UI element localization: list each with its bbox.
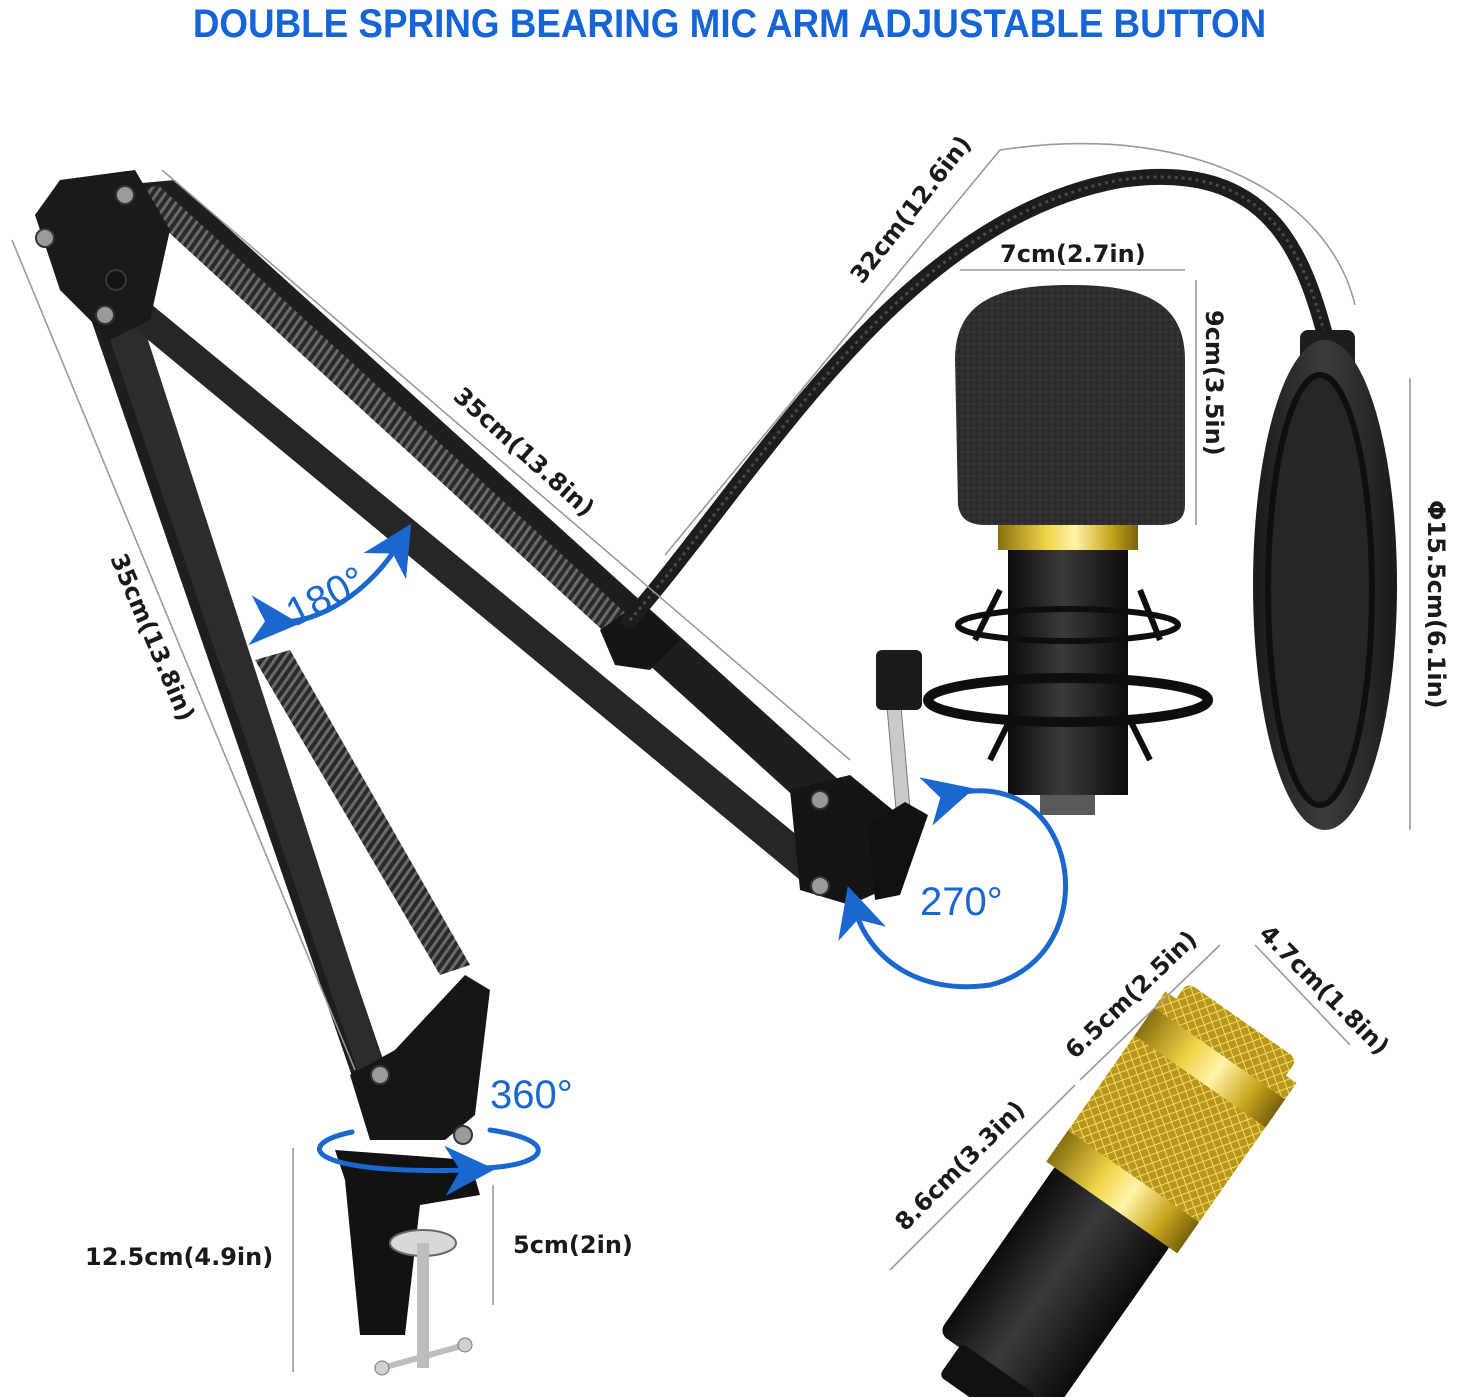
windscreen-width-label: 7cm(2.7in) [1000,240,1146,268]
clamp-opening-label: 5cm(2in) [513,1231,633,1259]
clamp-height-label: 12.5cm(4.9in) [85,1243,273,1271]
pop-filter-diameter-label: Φ15.5cm(6.1in) [1422,500,1450,709]
pop-filter-illustration [622,168,1397,830]
boom-arm-illustration [35,170,928,1376]
condenser-mic-illustration [941,985,1297,1397]
arm-rotation-label: 180° [279,558,373,635]
mic-head-diameter-label: 4.7cm(1.8in) [1254,919,1395,1060]
windscreen-height-label: 9cm(3.5in) [1200,310,1228,456]
rotation-indicators [248,523,1068,1196]
gooseneck-length-label: 32cm(12.6in) [845,130,977,288]
mount-rotation-label: 270° [920,880,1003,924]
mic-body-length-label: 8.6cm(3.3in) [889,1095,1030,1236]
base-rotation-label: 360° [490,1073,573,1117]
dimension-lines [11,142,1411,1372]
shock-mount-mic-illustration [923,285,1213,815]
page-title: DOUBLE SPRING BEARING MIC ARM ADJUSTABLE… [192,2,1267,46]
